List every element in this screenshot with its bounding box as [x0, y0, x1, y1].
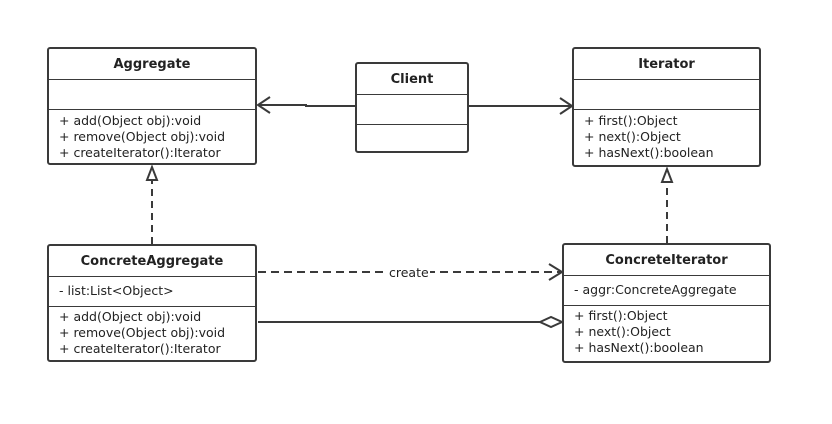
aggregation-diamond [537, 315, 565, 329]
class-concrete-aggregate[interactable]: ConcreteAggregate - list:List<Object> + … [47, 244, 257, 362]
class-concrete-aggregate-attributes: - list:List<Object> [49, 277, 255, 307]
class-client-operations [357, 125, 467, 130]
class-aggregate[interactable]: Aggregate + add(Object obj):void+ remove… [47, 47, 257, 165]
client-aggregate-association [258, 104, 356, 107]
class-member: + first():Object [584, 113, 678, 128]
class-member: + createIterator():Iterator [59, 145, 221, 160]
create-dependency-label: create [388, 265, 430, 280]
class-member: - list:List<Object> [59, 283, 174, 298]
class-member: - aggr:ConcreteAggregate [574, 282, 737, 297]
iterator-realization-arrowhead [660, 166, 674, 183]
class-concrete-aggregate-name: ConcreteAggregate [49, 246, 255, 277]
aggregate-realization-arrowhead [145, 164, 159, 181]
class-member: + first():Object [574, 308, 668, 323]
class-client-attributes [357, 95, 467, 125]
class-iterator[interactable]: Iterator + first():Object+ next():Object… [572, 47, 761, 167]
class-member: + hasNext():boolean [574, 340, 704, 355]
class-member: + add(Object obj):void [59, 309, 202, 324]
class-concrete-iterator-name: ConcreteIterator [564, 245, 769, 276]
class-client[interactable]: Client [355, 62, 469, 153]
class-iterator-name: Iterator [574, 49, 759, 80]
client-aggregate-arrowhead [256, 96, 271, 114]
class-member: + remove(Object obj):void [59, 129, 226, 144]
class-member: + createIterator():Iterator [59, 341, 221, 356]
class-member: + add(Object obj):void [59, 113, 202, 128]
class-iterator-operations: + first():Object+ next():Object+ hasNext… [574, 110, 759, 161]
class-member: + hasNext():boolean [584, 145, 714, 160]
class-concrete-iterator-operations: + first():Object+ next():Object+ hasNext… [564, 306, 769, 356]
class-concrete-iterator[interactable]: ConcreteIterator - aggr:ConcreteAggregat… [562, 243, 771, 363]
class-concrete-iterator-attributes: - aggr:ConcreteAggregate [564, 276, 769, 306]
class-concrete-aggregate-operations: + add(Object obj):void+ remove(Object ob… [49, 307, 255, 357]
class-member: + remove(Object obj):void [59, 325, 226, 340]
class-aggregate-attributes [49, 80, 255, 110]
class-member: + next():Object [574, 324, 671, 339]
class-client-name: Client [357, 64, 467, 95]
class-iterator-attributes [574, 80, 759, 110]
class-member: + next():Object [584, 129, 681, 144]
class-aggregate-name: Aggregate [49, 49, 255, 80]
class-aggregate-operations: + add(Object obj):void+ remove(Object ob… [49, 110, 255, 161]
